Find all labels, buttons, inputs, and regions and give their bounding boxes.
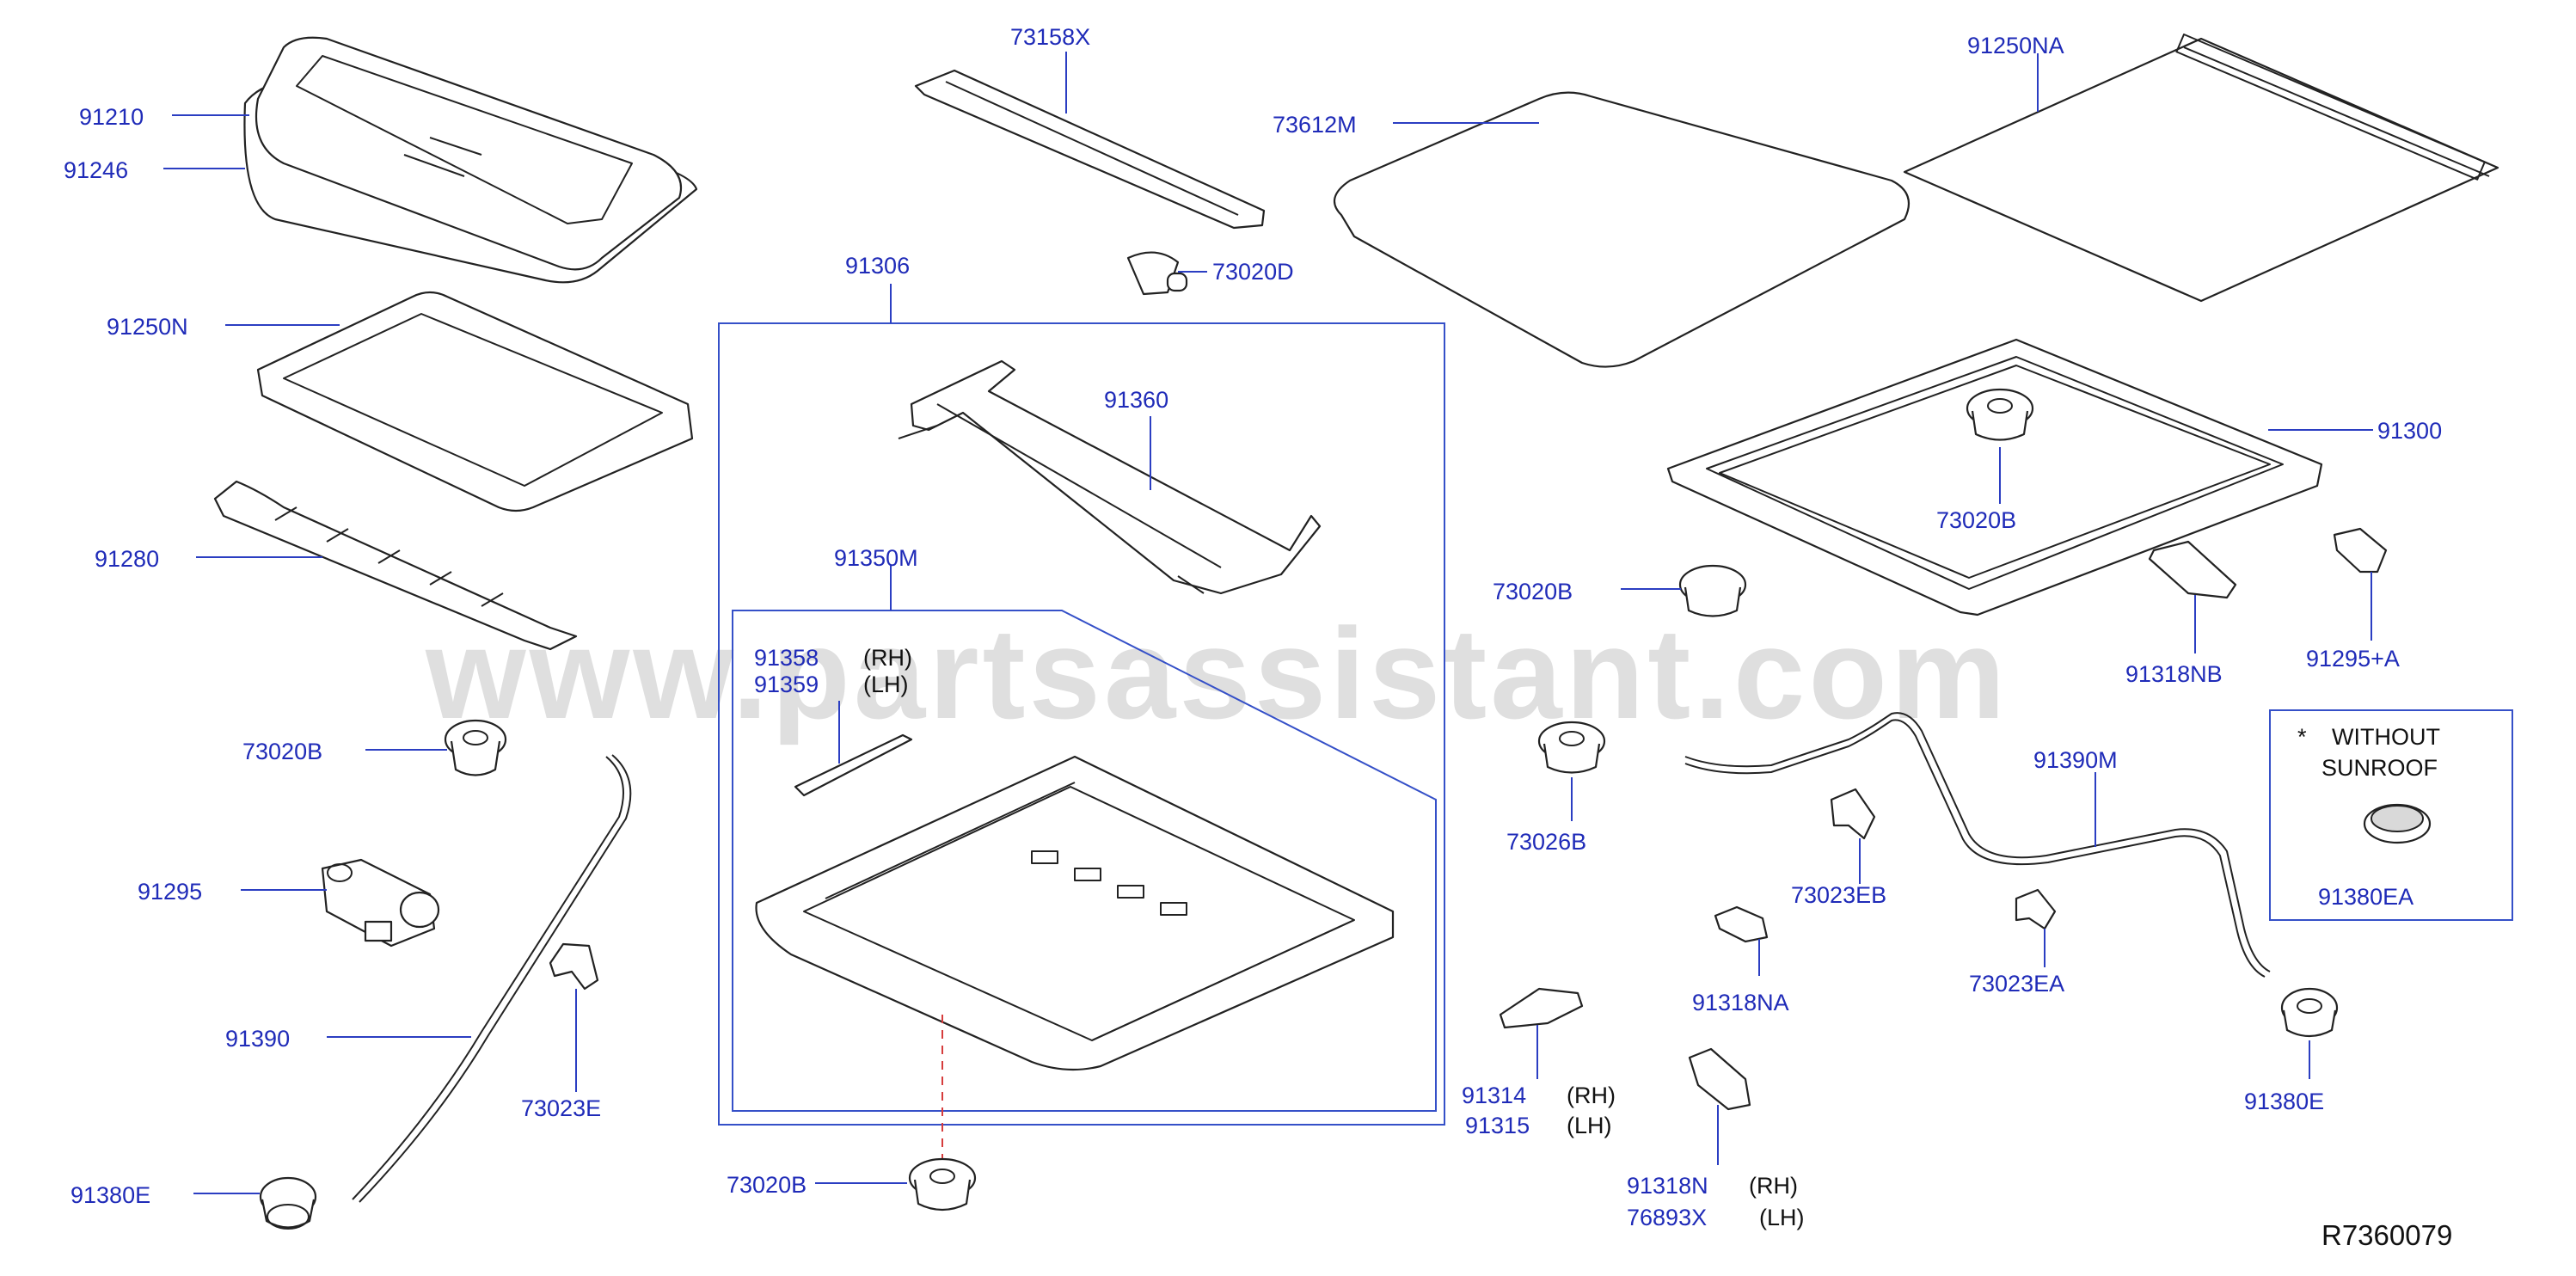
grommet-drawing-left (444, 719, 507, 776)
part-label-91359[interactable]: 91359 (754, 672, 819, 697)
wind-deflector-drawing (213, 480, 578, 651)
part-label-73020D[interactable]: 73020D (1212, 259, 1294, 285)
part-label-73026B[interactable]: 73026B (1506, 829, 1586, 855)
part-label-73023EB[interactable]: 73023EB (1791, 882, 1886, 908)
sunroof-frame-assembly-drawing (755, 755, 1395, 1071)
note-star: * (2297, 724, 2307, 750)
reference-code: R7360079 (2321, 1219, 2452, 1251)
part-label-91295[interactable]: 91295 (138, 879, 202, 905)
part-label-91360[interactable]: 91360 (1104, 387, 1168, 413)
note-line1: WITHOUT (2332, 724, 2440, 750)
part-label-91306[interactable]: 91306 (845, 253, 910, 279)
part-label-91300[interactable]: 91300 (2377, 418, 2442, 444)
rear-sunshade-drawing (1903, 34, 2499, 303)
part-label-91314[interactable]: 91314 (1462, 1083, 1526, 1108)
side-label-91315: (LH) (1567, 1113, 1612, 1138)
part-label-91390[interactable]: 91390 (225, 1026, 290, 1052)
roof-frame-drawing (1666, 338, 2323, 617)
part-label-73158X[interactable]: 73158X (1010, 24, 1090, 50)
sunshade-drawing (256, 291, 694, 512)
part-label-91318NA[interactable]: 91318NA (1692, 990, 1789, 1015)
part-label-91295A[interactable]: 91295+A (2306, 646, 2400, 672)
part-label-91250N[interactable]: 91250N (107, 314, 188, 340)
clip-drawing-73023EA (2015, 888, 2057, 930)
plug-drawing-91380EA (2363, 803, 2432, 844)
part-label-73023EA[interactable]: 73023EA (1969, 971, 2064, 997)
bracket-drawing-91318NA (1714, 905, 1769, 943)
drain-hose-drawing-left (352, 756, 624, 1200)
part-label-73023E[interactable]: 73023E (521, 1095, 601, 1121)
drain-grommet-drawing-left (259, 1176, 317, 1230)
part-label-73020B-left[interactable]: 73020B (242, 739, 322, 764)
clip-drawing-73023EB (1830, 788, 1876, 840)
part-label-91246[interactable]: 91246 (64, 157, 128, 183)
note-line2: SUNROOF (2321, 755, 2438, 781)
side-label-91359: (LH) (863, 672, 909, 697)
side-label-76893X: (LH) (1759, 1205, 1805, 1230)
part-label-76893X[interactable]: 76893X (1627, 1205, 1707, 1230)
guide-drawing-91358 (794, 733, 913, 797)
sunroof-glass-drawing (243, 36, 698, 284)
grommet-drawing-mid (1678, 564, 1747, 617)
bracket-drawing-91318N (1688, 1047, 1751, 1111)
sunroof-motor-drawing (321, 858, 440, 948)
part-label-91210[interactable]: 91210 (79, 104, 144, 130)
part-label-73020B-bottom[interactable]: 73020B (727, 1172, 807, 1198)
roof-panel-drawing (1333, 91, 1911, 368)
part-label-73020B-frame[interactable]: 73020B (1936, 507, 2016, 533)
part-label-91380E-right[interactable]: 91380E (2244, 1089, 2324, 1114)
part-label-91390M[interactable]: 91390M (2033, 747, 2118, 773)
bumper-drawing-73020D (1126, 251, 1188, 296)
part-label-73612M[interactable]: 73612M (1273, 112, 1357, 138)
side-label-91358: (RH) (863, 645, 912, 671)
drain-grommet-drawing-right (2280, 987, 2339, 1038)
front-rail-drawing (914, 69, 1266, 230)
part-label-73020B-mid[interactable]: 73020B (1493, 579, 1573, 604)
grommet-drawing-bottom (908, 1157, 977, 1212)
grommet-drawing-73026B (1537, 721, 1606, 774)
part-label-91380EA[interactable]: 91380EA (2318, 884, 2413, 910)
part-label-91350M[interactable]: 91350M (834, 545, 918, 571)
assembly-box-91306 (718, 322, 1445, 1126)
part-label-91318N[interactable]: 91318N (1627, 1173, 1708, 1199)
bracket-drawing-91314 (1499, 987, 1584, 1029)
switch-drawing-91295A (2333, 527, 2388, 574)
part-label-91358[interactable]: 91358 (754, 645, 819, 671)
part-label-91315[interactable]: 91315 (1465, 1113, 1530, 1138)
watermark: www.partsassistant.com (425, 601, 2009, 745)
part-label-91280[interactable]: 91280 (95, 546, 159, 572)
clip-drawing-73023E (549, 942, 599, 991)
assembly-box-91350M (732, 610, 1437, 1112)
part-label-91250NA[interactable]: 91250NA (1967, 33, 2064, 58)
drain-hose-drawing-right (1684, 712, 2271, 972)
without-sunroof-box (2269, 709, 2513, 921)
bracket-drawing-91318NB (2148, 540, 2237, 599)
grommet-drawing-frame (1966, 388, 2034, 441)
part-label-91380E-left[interactable]: 91380E (71, 1182, 150, 1208)
side-label-91314: (RH) (1567, 1083, 1616, 1108)
side-label-91318N: (RH) (1749, 1173, 1798, 1199)
rear-frame-drawing (898, 359, 1322, 595)
part-label-91318NB[interactable]: 91318NB (2125, 661, 2223, 687)
